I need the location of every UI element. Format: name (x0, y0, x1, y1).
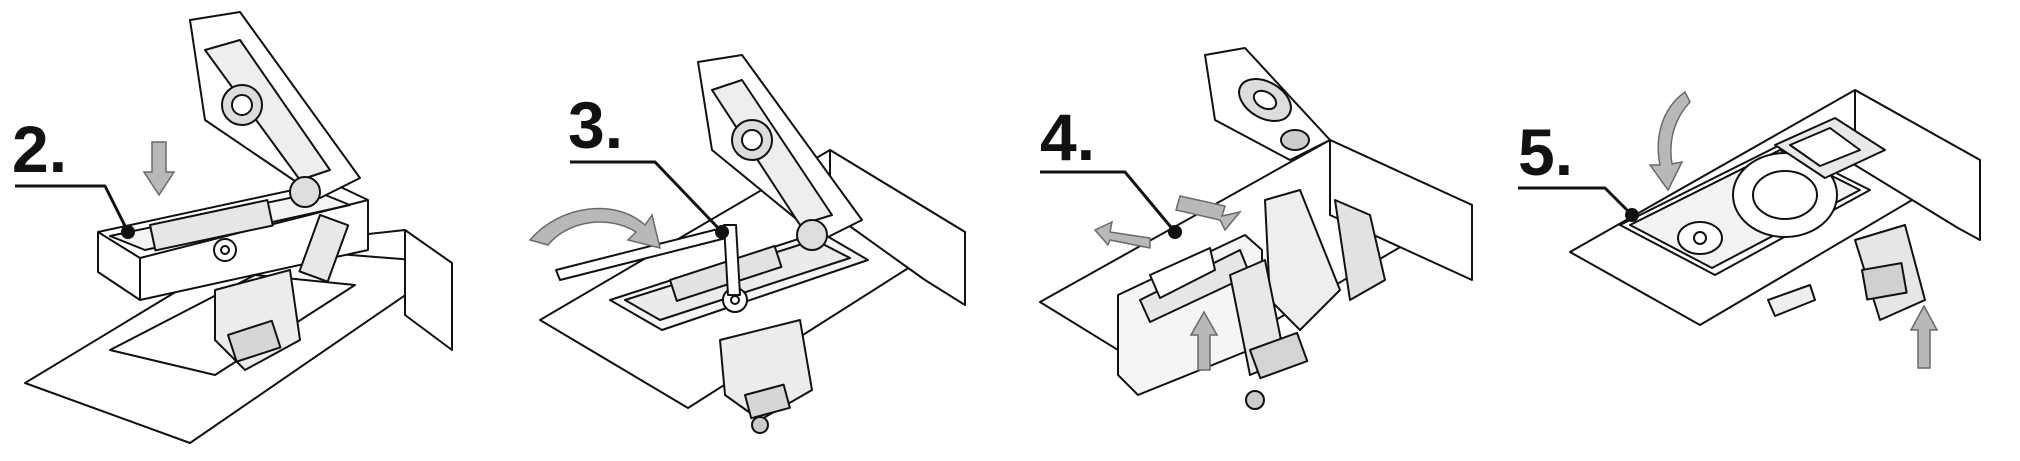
step-5-leader-line (1518, 186, 1634, 217)
panel-flange (404, 229, 453, 351)
step-2-label: 2. (12, 112, 67, 186)
step-4-leader-line (1040, 170, 1177, 233)
step-3-illustration (539, 54, 966, 434)
panel-flange (1329, 139, 1473, 281)
step-2-illustration (15, 11, 453, 444)
down-arrow-icon (1648, 90, 1691, 192)
up-arrow-icon (1189, 310, 1219, 371)
step-3-label: 3. (568, 88, 623, 162)
step-3-leader-line (570, 160, 724, 234)
step-5-label: 5. (1518, 115, 1573, 189)
rotate-arrow-icon (528, 207, 662, 250)
step-5-illustration (1518, 89, 1981, 326)
step-4-illustration (1039, 47, 1473, 410)
up-arrow-icon (1909, 304, 1939, 369)
step-2-leader-line (15, 184, 130, 233)
slide-arrow-icon (1093, 195, 1242, 249)
step-4-label: 4. (1040, 100, 1095, 174)
down-arrow-icon (142, 141, 176, 197)
